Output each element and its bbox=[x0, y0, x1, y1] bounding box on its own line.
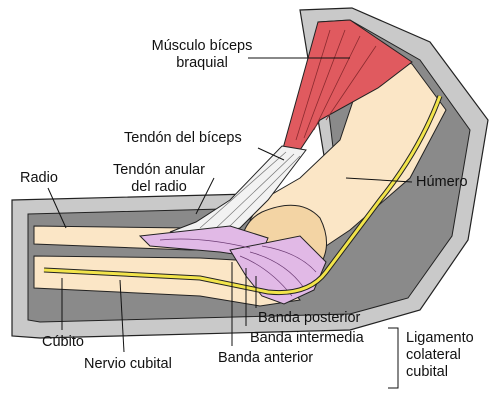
ulna-label: Cúbito bbox=[42, 334, 84, 350]
biceps-tendon-label: Tendón del bíceps bbox=[124, 130, 242, 146]
anterior-band-label: Banda anterior bbox=[218, 350, 314, 366]
tendon-fibres bbox=[199, 151, 301, 231]
collateral-ligament-label: Ligamento colateral cubital bbox=[406, 330, 474, 381]
intermediate-band-label: Banda intermedia bbox=[250, 330, 364, 346]
ligament-fibres bbox=[159, 238, 317, 297]
biceps-muscle-label: Músculo bíceps braquial bbox=[140, 38, 264, 72]
annular-ligament-label: Tendón anular del radio bbox=[104, 162, 214, 196]
ulnar-nerve-label: Nervio cubital bbox=[84, 356, 172, 372]
ulnar-nerve-fill bbox=[43, 95, 442, 295]
humerus-label: Húmero bbox=[416, 174, 468, 190]
posterior-band-label: Banda posterior bbox=[258, 310, 361, 326]
annular-ligament-label-line2: del radio bbox=[131, 179, 187, 195]
biceps-muscle-label-line2: braquial bbox=[176, 55, 228, 71]
biceps-fibres bbox=[295, 29, 377, 141]
leader-lines bbox=[47, 57, 413, 389]
biceps-muscle-label-line1: Músculo bíceps bbox=[151, 38, 253, 54]
annular-ligament-label-line1: Tendón anular bbox=[113, 162, 205, 178]
collateral-ligament-label-line1: Ligamento bbox=[406, 330, 474, 346]
collateral-ligament-label-line3: cubital bbox=[406, 364, 448, 380]
collateral-ligament-label-line2: colateral bbox=[406, 347, 461, 363]
radius-label: Radio bbox=[20, 170, 58, 186]
